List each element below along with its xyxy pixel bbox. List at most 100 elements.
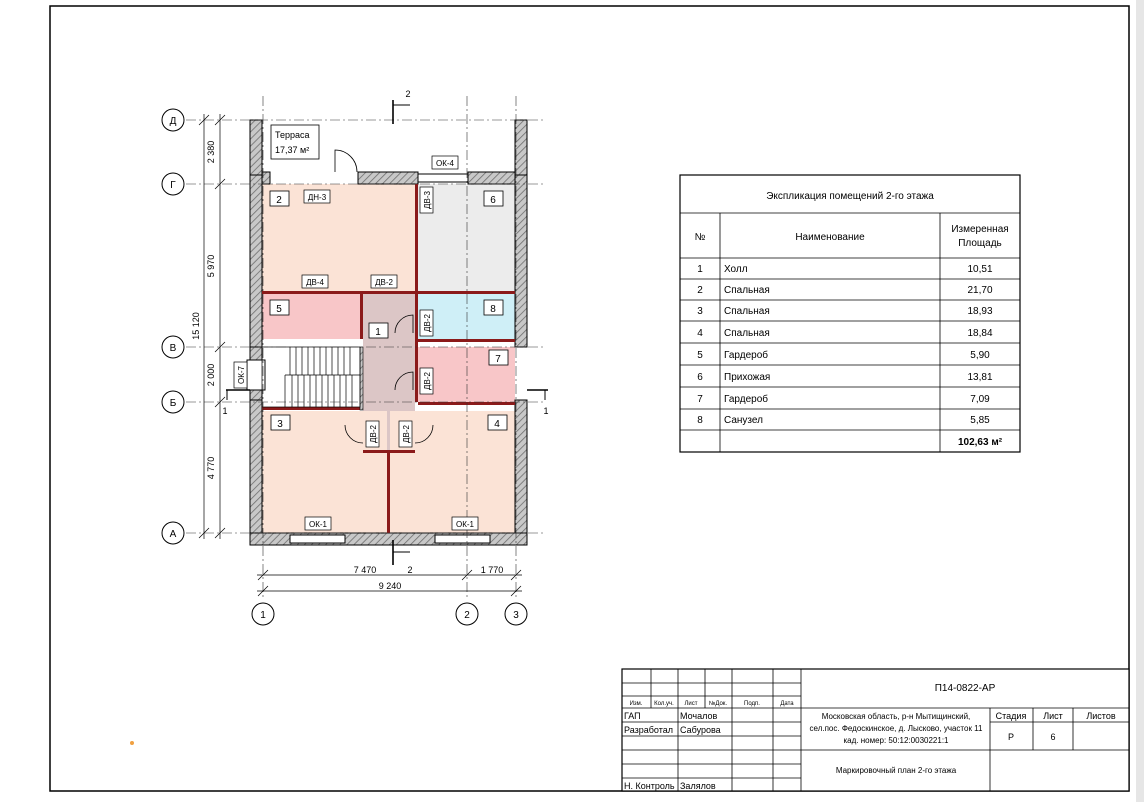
stamp-col-podp: Подп.	[744, 701, 760, 707]
tag-ok1-left: ОК-1	[309, 520, 328, 529]
explication-table: Экспликация помещений 2-го этажа № Наиме…	[679, 174, 1021, 453]
section-marks	[226, 100, 548, 565]
axis-col-1: 1	[260, 610, 266, 621]
partitions	[262, 184, 515, 533]
row-6-name: Прихожая	[724, 372, 770, 383]
axis-row-A: А	[170, 529, 177, 540]
stamp-col-izm: Изм.	[630, 701, 643, 707]
stamp-address-3: кад. номер: 50:12:0030221:1	[843, 736, 949, 745]
dimension-lines	[198, 114, 522, 597]
tag-dn3: ДН-3	[308, 193, 327, 202]
orange-dot	[130, 741, 134, 745]
column-axis-bubbles	[251, 602, 528, 626]
explication-rows: 1 Холл 10,51 2 Спальная 21,70 3 Спальная…	[697, 264, 1002, 448]
tag-ok1-right: ОК-1	[456, 520, 475, 529]
dim-5970: 5 970	[206, 255, 216, 278]
room-number-7: 7	[495, 354, 501, 365]
axis-col-2: 2	[464, 610, 470, 621]
stamp-col-headers: Изм. Кол.уч. Лист №Док. Подп. Дата	[630, 700, 795, 707]
stamp-col-koluch: Кол.уч.	[654, 701, 674, 707]
bottom-windows	[289, 173, 491, 544]
stamp-sheet-value: 6	[1050, 732, 1055, 742]
stamp-col-data: Дата	[780, 701, 794, 707]
tag-dv2-a: ДВ-2	[375, 278, 393, 287]
row-1-area: 10,51	[967, 264, 992, 275]
stairs	[261, 346, 361, 408]
dim-15120: 15 120	[191, 312, 201, 340]
room-numbers: 1 2 3 4 5 6 7 8	[276, 195, 501, 430]
dim-2380: 2 380	[206, 141, 216, 164]
axis-row-G: Г	[170, 180, 176, 191]
viewer-right-edge	[1136, 0, 1144, 802]
tag-ok4: ОК-4	[436, 159, 455, 168]
stamp-ctrl-role: Н. Контроль	[624, 781, 675, 791]
tag-dv2-b: ДВ-2	[423, 314, 432, 332]
dim-4770: 4 770	[206, 457, 216, 480]
row-5-area: 5,90	[970, 350, 990, 361]
stair-area	[262, 347, 360, 407]
tag-labels: ОК-4 ДН-3 ДВ-3 ДВ-4 ДВ-2 ДВ-2 ДВ-2 ДВ-2 …	[237, 159, 475, 529]
sheet-frame	[49, 5, 1130, 792]
row-7-name: Гардероб	[724, 393, 768, 405]
row-3-area: 18,93	[967, 306, 992, 317]
tag-ok7: ОК-7	[237, 365, 246, 384]
tag-dv2-e: ДВ-2	[402, 425, 411, 443]
axis-row-D: Д	[170, 116, 177, 127]
dim-9240: 9 240	[379, 581, 402, 591]
stamp-address-2: сел.пос. Федоскинское, д. Лысково, участ…	[810, 724, 984, 733]
room-number-boxes	[269, 190, 509, 431]
title-block: Изм. Кол.уч. Лист №Док. Подп. Дата ГАП М…	[621, 668, 1130, 792]
stamp-col-list: Лист	[684, 701, 697, 707]
row-5-no: 5	[697, 350, 703, 361]
terrace-area: 17,37 м²	[275, 145, 309, 155]
axis-row-V: В	[170, 343, 177, 354]
stamp-sheet-label: Лист	[1043, 711, 1063, 721]
row-6-area: 13,81	[967, 372, 992, 383]
dim-1770: 1 770	[481, 565, 504, 575]
dim-2: 2	[407, 565, 412, 575]
row-8-name: Санузел	[724, 415, 763, 426]
row-3-no: 3	[697, 306, 703, 317]
row-5-name: Гардероб	[724, 349, 768, 361]
side-mark-right: 1	[543, 406, 548, 416]
axis-labels: Д Г В Б А 1 2 3	[170, 116, 520, 621]
stamp-col-ndok: №Док.	[709, 700, 728, 707]
stamp-gap-role: ГАП	[624, 711, 641, 721]
row-7-area: 7,09	[970, 394, 990, 405]
stamp-dev-name: Сабурова	[680, 725, 721, 735]
explication-title: Экспликация помещений 2-го этажа	[766, 191, 934, 202]
dimension-texts: 2 380 5 970 2 000 4 770 15 120 7 470 2 1…	[191, 141, 503, 591]
row-8-no: 8	[697, 415, 703, 426]
stamp-address-1: Московская область, р-н Мытищинский,	[822, 712, 971, 721]
room-number-3: 3	[277, 419, 283, 430]
door-swings	[334, 149, 434, 444]
stamp-stage-label: Стадия	[996, 711, 1027, 721]
room-number-4: 4	[494, 419, 500, 430]
stair-wall	[359, 346, 364, 411]
section-labels: 2 1 1	[222, 89, 548, 416]
room-number-6: 6	[490, 195, 496, 206]
stamp-sheet-info: Стадия Лист Листов Р 6	[996, 711, 1116, 742]
row-1-name: Холл	[724, 264, 748, 275]
stamp-sheet-title: Маркировочный план 2-го этажа	[836, 766, 957, 775]
row-2-no: 2	[697, 285, 703, 296]
room-number-5: 5	[276, 304, 282, 315]
tag-boxes	[233, 155, 479, 531]
row-1-no: 1	[697, 264, 703, 275]
axis-lines	[186, 96, 545, 600]
row-2-name: Спальная	[724, 285, 770, 296]
col-header-area-2: Площадь	[958, 238, 1002, 249]
stamp-project-code: П14-0822-АР	[935, 683, 996, 694]
total-area: 102,63 м²	[958, 437, 1003, 448]
room-number-8: 8	[490, 304, 496, 315]
section-mark-top: 2	[405, 89, 410, 99]
tag-dv4: ДВ-4	[306, 278, 324, 287]
stamp-ctrl-name: Залялов	[680, 781, 716, 791]
dim-7470: 7 470	[354, 565, 377, 575]
row-7-no: 7	[697, 394, 703, 405]
tag-dv3: ДВ-3	[423, 191, 432, 209]
room-number-1: 1	[375, 327, 381, 338]
col-header-name: Наименование	[795, 232, 865, 243]
